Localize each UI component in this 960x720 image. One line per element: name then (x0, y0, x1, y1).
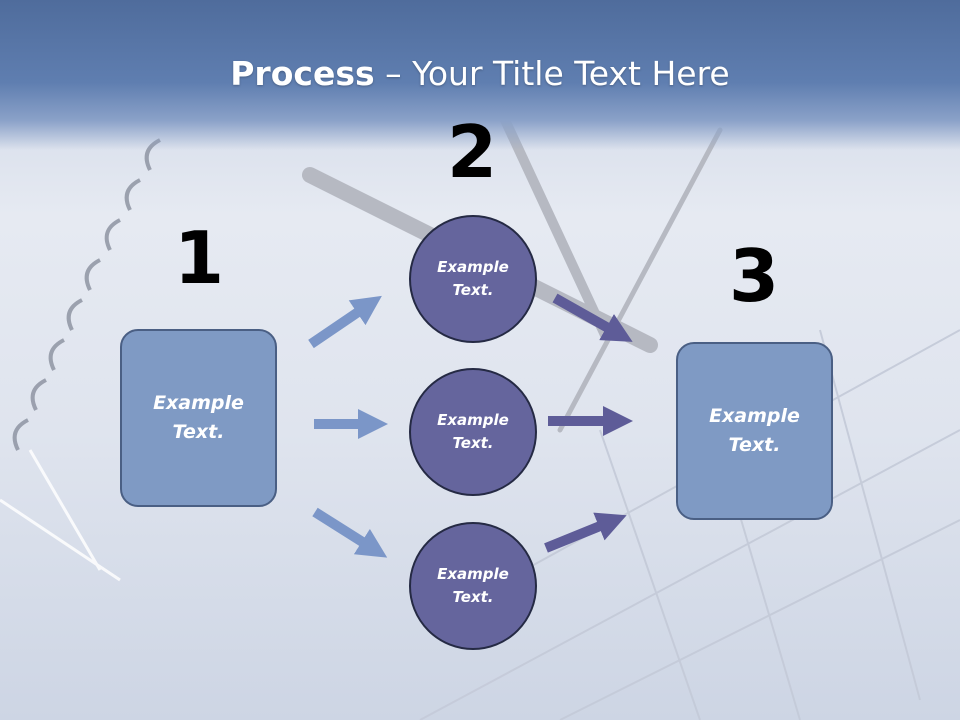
step-1-label: Example Text. (153, 392, 244, 443)
arrow-1-to-2-top (308, 295, 382, 349)
step-2-top-label: Example Text. (437, 258, 509, 299)
title-banner (0, 0, 960, 150)
arrow-2-to-3-bottom (544, 512, 627, 553)
arrow-1-to-2-bottom (312, 507, 388, 558)
step-2-circle-middle[interactable]: Example Text. (409, 368, 537, 496)
title-bold: Process (230, 54, 375, 93)
step-2-bottom-label: Example Text. (437, 565, 509, 606)
step-number-1: 1 (173, 216, 225, 300)
title-rest: – Your Title Text Here (374, 54, 730, 93)
step-1-box[interactable]: Example Text. (120, 329, 277, 507)
step-3-label: Example Text. (709, 405, 800, 456)
step-2-circle-top[interactable]: Example Text. (409, 215, 537, 343)
arrow-2-to-3-top (552, 293, 633, 342)
step-2-middle-label: Example Text. (437, 411, 509, 452)
step-2-circle-bottom[interactable]: Example Text. (409, 522, 537, 650)
step-3-box[interactable]: Example Text. (676, 342, 833, 520)
slide-title: Process – Your Title Text Here (0, 52, 960, 96)
step-number-3: 3 (728, 234, 780, 318)
step-number-2: 2 (446, 110, 498, 194)
